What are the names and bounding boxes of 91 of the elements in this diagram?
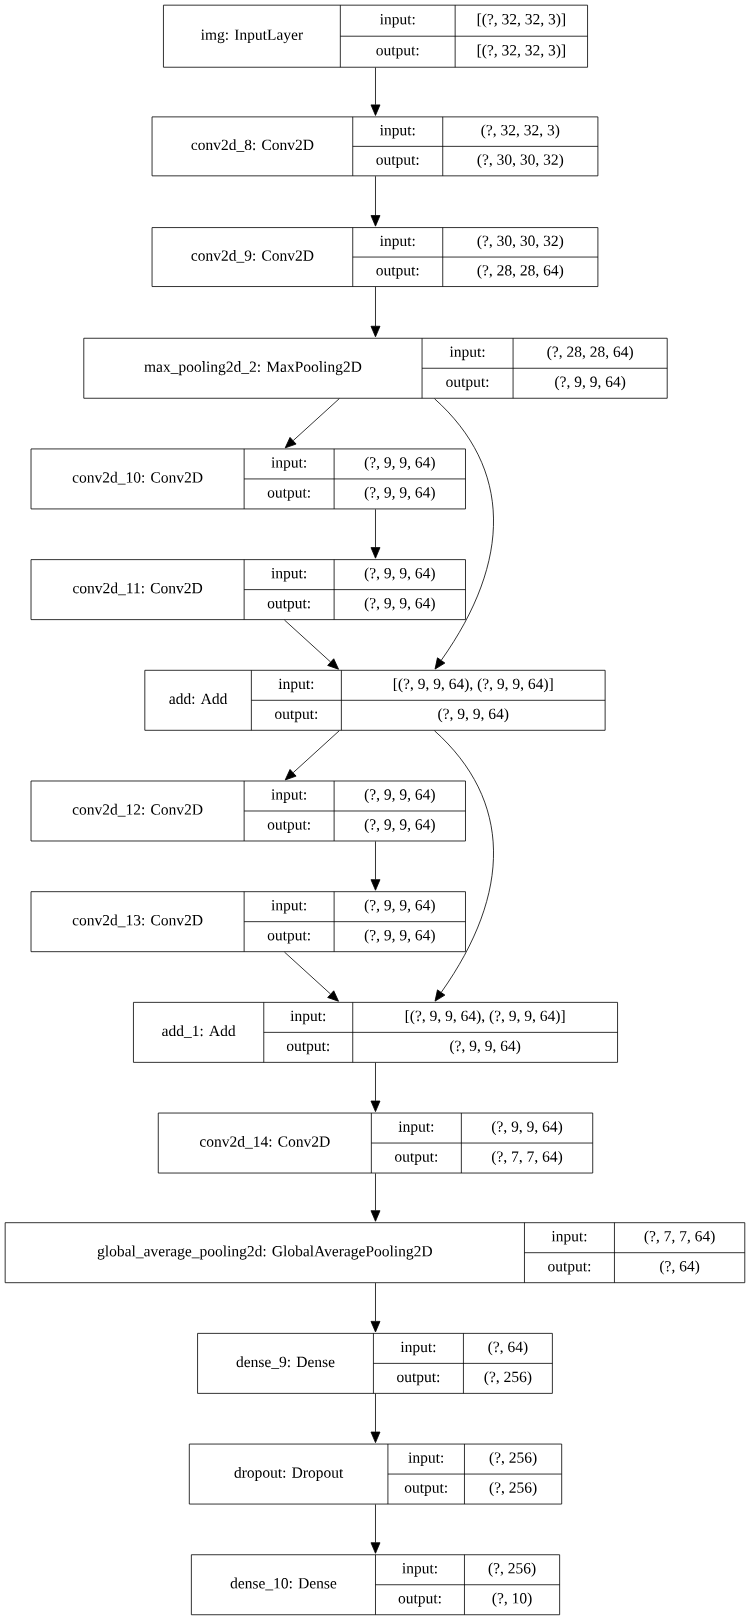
shape-value: (?, 9, 9, 64) <box>364 597 435 612</box>
field-label: output: <box>376 266 419 279</box>
shape-value: (?, 9, 9, 64) <box>364 788 435 803</box>
layer-name: dense_9: Dense <box>236 1356 335 1369</box>
field-label: input: <box>380 124 415 139</box>
field-label: output: <box>275 710 318 723</box>
field-label: input: <box>402 1563 437 1577</box>
arrow <box>284 951 339 1002</box>
field-label: input: <box>551 1231 587 1245</box>
arrow <box>370 1062 381 1112</box>
shape-value: (?, 9, 9, 64) <box>555 376 626 391</box>
layer-name: conv2d_9: Conv2D <box>191 249 314 263</box>
shape-value: (?, 256) <box>489 1451 537 1466</box>
shape-value: (?, 9, 9, 64) <box>364 899 435 914</box>
field-label: output: <box>267 820 310 833</box>
layer-name: conv2d_13: Conv2D <box>72 914 203 928</box>
shape-value: (?, 7, 7, 64) <box>644 1230 715 1245</box>
layer-name: add: Add <box>169 693 228 705</box>
field-label: output: <box>267 488 310 501</box>
shape-value: (?, 9, 9, 64) <box>364 456 435 471</box>
layer-name: add_1: Add <box>162 1025 236 1038</box>
arrow <box>370 1504 381 1554</box>
layer-name: conv2d_10: Conv2D <box>72 471 203 485</box>
layer-name: conv2d_8: Conv2D <box>191 139 314 152</box>
arrow <box>434 730 494 1002</box>
layer-name: max_pooling2d_2: MaxPooling2D <box>144 361 362 376</box>
field-label: output: <box>404 1483 447 1496</box>
field-label: input: <box>271 900 306 914</box>
arrow <box>284 619 339 670</box>
layer-name: dense_10: Dense <box>230 1577 337 1591</box>
shape-value: [(?, 32, 32, 3)] <box>477 13 565 28</box>
field-label: output: <box>376 46 419 59</box>
field-label: output: <box>397 1373 440 1386</box>
arrow <box>284 730 340 781</box>
layer-name: conv2d_11: Conv2D <box>73 582 203 596</box>
arrow <box>370 841 381 891</box>
shape-value: (?, 9, 9, 64) <box>364 929 435 944</box>
field-label: output: <box>398 1594 441 1607</box>
field-label: output: <box>548 1262 591 1275</box>
shape-value: (?, 64) <box>660 1260 700 1275</box>
shape-value: (?, 30, 30, 32) <box>477 153 564 168</box>
layer-name: dropout: Dropout <box>234 1466 344 1481</box>
field-label: input: <box>271 789 306 803</box>
field-label: input: <box>271 457 306 471</box>
arrow <box>370 1173 381 1222</box>
shape-value: (?, 10) <box>492 1592 532 1607</box>
arrow <box>370 1393 381 1443</box>
shape-value: (?, 28, 28, 64) <box>477 264 564 279</box>
field-label: input: <box>449 346 485 361</box>
field-label: input: <box>398 1121 434 1135</box>
shape-value: (?, 7, 7, 64) <box>492 1150 563 1165</box>
layer-name: conv2d_14: Conv2D <box>199 1135 330 1149</box>
shape-value: (?, 256) <box>484 1371 532 1386</box>
arrow <box>370 508 381 559</box>
layer-name: conv2d_12: Conv2D <box>72 803 203 817</box>
shape-value: (?, 9, 9, 64) <box>364 567 435 582</box>
field-label: input: <box>400 1341 436 1356</box>
field-label: output: <box>376 156 419 168</box>
field-label: output: <box>395 1152 438 1165</box>
field-label: output: <box>267 599 310 612</box>
shape-value: (?, 9, 9, 64) <box>450 1040 521 1055</box>
shape-value: (?, 9, 9, 64) <box>364 486 435 501</box>
layer-name: img: InputLayer <box>201 29 303 44</box>
arrow <box>370 286 381 338</box>
layer-name: global_average_pooling2d: GlobalAveragePooling2D <box>97 1245 432 1260</box>
shape-value: (?, 256) <box>489 1481 537 1496</box>
shape-value: (?, 256) <box>488 1562 536 1577</box>
arrow <box>370 67 381 116</box>
field-label: input: <box>290 1010 326 1025</box>
arrow <box>370 1282 381 1333</box>
arrow <box>284 398 340 449</box>
shape-value: (?, 64) <box>488 1341 528 1356</box>
field-label: output: <box>446 378 489 391</box>
shape-value: (?, 9, 9, 64) <box>492 1120 563 1135</box>
field-label: input: <box>278 678 314 693</box>
shape-value: (?, 9, 9, 64) <box>364 818 435 833</box>
field-label: output: <box>267 931 310 944</box>
arrow <box>370 175 381 227</box>
field-label: output: <box>286 1042 329 1055</box>
field-label: input: <box>380 14 415 28</box>
shape-value: (?, 30, 30, 32) <box>477 235 564 250</box>
shape-value: (?, 28, 28, 64) <box>547 346 633 361</box>
shape-value: [(?, 9, 9, 64), (?, 9, 9, 64)] <box>405 1010 565 1025</box>
shape-value: (?, 9, 9, 64) <box>438 708 509 723</box>
arrow <box>434 398 494 670</box>
field-label: input: <box>408 1452 443 1466</box>
shape-value: [(?, 32, 32, 3)] <box>477 44 565 59</box>
shape-value: [(?, 9, 9, 64), (?, 9, 9, 64)] <box>393 678 553 693</box>
field-label: input: <box>380 235 415 250</box>
field-label: input: <box>271 567 306 582</box>
shape-value: (?, 32, 32, 3) <box>481 124 560 139</box>
